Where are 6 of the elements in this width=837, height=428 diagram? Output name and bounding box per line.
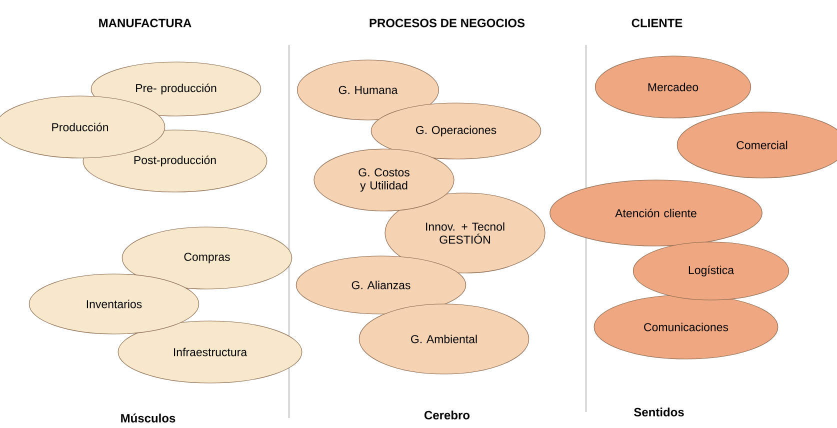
column-footer: Sentidos (634, 408, 684, 416)
column-footer: Músculos (121, 414, 176, 422)
column-heading: MANUFACTURA (99, 18, 192, 28)
column-heading: CLIENTE (632, 18, 682, 28)
column-footer: Cerebro (424, 410, 470, 420)
column-heading: PROCESOS DE NEGOCIOS (370, 18, 525, 28)
